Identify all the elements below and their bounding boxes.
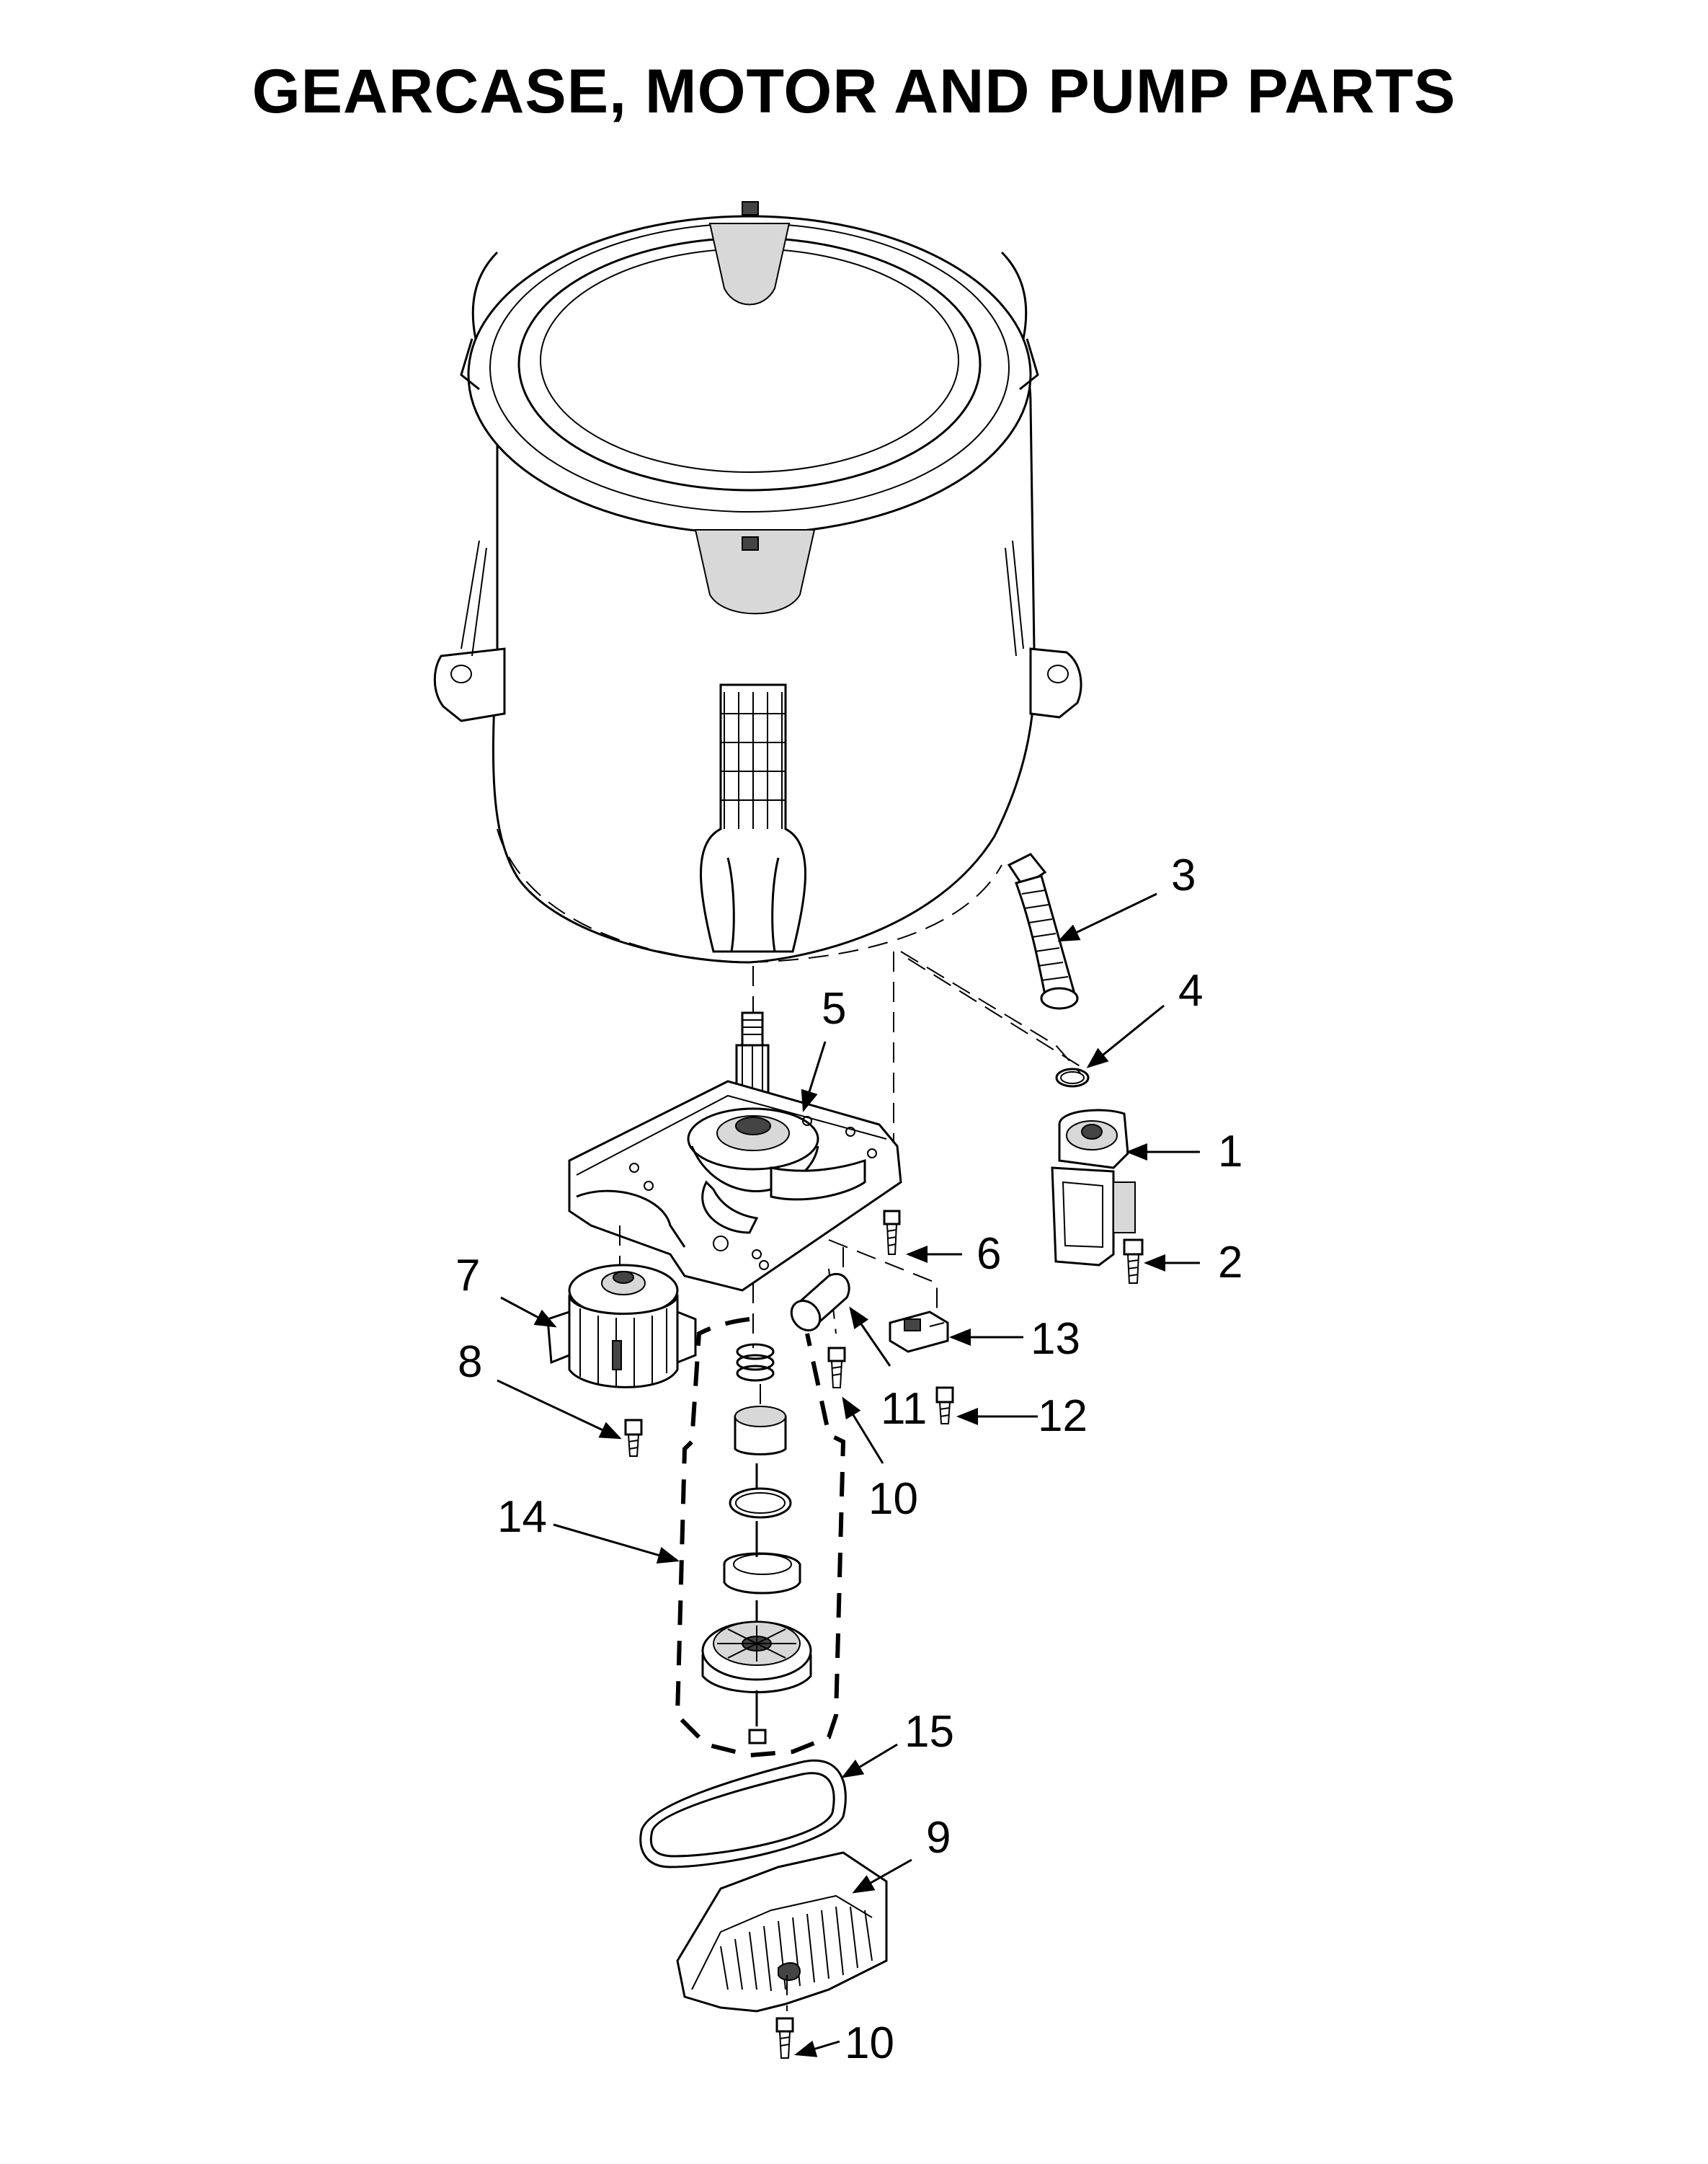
gearcase-assembly xyxy=(568,1011,902,1292)
callout-arrow-9 xyxy=(852,1858,912,1894)
callout-label-8: 8 xyxy=(458,1337,482,1387)
callout-arrow-5 xyxy=(801,1041,827,1112)
callout-arrow-14 xyxy=(553,1523,680,1564)
callout-label-7: 7 xyxy=(455,1251,480,1300)
callout-label-5: 5 xyxy=(822,984,846,1034)
callout-label-9: 9 xyxy=(926,1813,951,1863)
callout-label-14: 14 xyxy=(497,1492,547,1542)
gearcase-screw xyxy=(883,1210,901,1255)
callout-label-10-upper: 10 xyxy=(868,1474,918,1524)
motor-screw xyxy=(624,1419,643,1457)
callout-arrow-4 xyxy=(1086,1004,1165,1068)
callout-label-11: 11 xyxy=(881,1384,927,1434)
capacitor xyxy=(790,1272,850,1331)
callout-arrow-11 xyxy=(849,1306,891,1367)
callout-arrow-10-upper xyxy=(842,1396,884,1464)
page-title: GEARCASE, MOTOR AND PUMP PARTS xyxy=(252,57,1456,126)
callout-label-13: 13 xyxy=(1031,1314,1080,1364)
callout-arrow-15 xyxy=(841,1743,898,1778)
belt-shield xyxy=(676,1851,888,2013)
callouts: 1 2 3 4 5 6 7 8 9 10 10 11 12 xyxy=(455,851,1242,2068)
callout-label-6: 6 xyxy=(977,1229,1001,1279)
callout-arrow-7 xyxy=(500,1296,557,1328)
capacitor-screw xyxy=(827,1347,846,1388)
callout-arrow-10-lower xyxy=(794,2040,840,2057)
lid-switch xyxy=(889,1311,949,1353)
outer-tub xyxy=(433,201,1082,964)
drain-pump xyxy=(1051,1109,1136,1267)
callout-label-12: 12 xyxy=(1038,1391,1087,1441)
callout-arrow-8 xyxy=(497,1379,622,1440)
drive-motor xyxy=(546,1264,697,1388)
callout-label-2: 2 xyxy=(1218,1238,1242,1287)
drive-belt xyxy=(639,1759,847,1868)
tub-front-channel xyxy=(700,683,806,953)
callout-label-3: 3 xyxy=(1171,851,1196,900)
pulley-kit xyxy=(675,1317,846,1758)
callout-label-10-lower: 10 xyxy=(845,2018,894,2068)
callout-label-1: 1 xyxy=(1218,1127,1242,1176)
callout-label-4: 4 xyxy=(1178,966,1203,1016)
drain-hose xyxy=(1007,853,1079,1010)
callout-label-15: 15 xyxy=(904,1707,954,1757)
shield-screw xyxy=(775,1975,794,2059)
pump-screw xyxy=(1123,1238,1144,1284)
switch-screw xyxy=(935,1386,954,1424)
callout-arrow-3 xyxy=(1057,892,1157,942)
hose-clamp xyxy=(1055,1068,1090,1088)
